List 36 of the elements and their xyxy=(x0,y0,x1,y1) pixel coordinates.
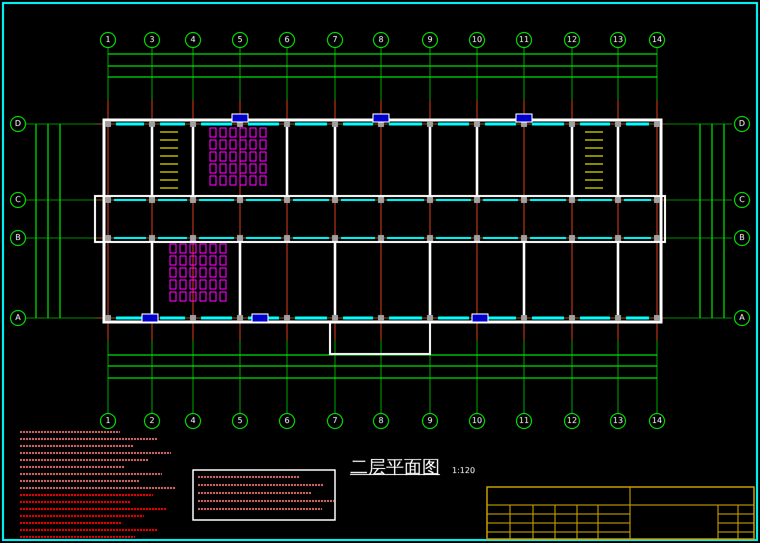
axis-bubble: 5 xyxy=(232,413,248,429)
axis-bubble: 12 xyxy=(564,32,580,48)
axis-bubble: 8 xyxy=(373,32,389,48)
axis-bubble: 12 xyxy=(564,413,580,429)
axis-bubble: 4 xyxy=(185,413,201,429)
axis-bubble: D xyxy=(10,116,26,132)
axis-bubble: B xyxy=(734,230,750,246)
axis-bubble: 6 xyxy=(279,32,295,48)
scale-label: 1:120 xyxy=(452,466,476,475)
axis-bubble: 3 xyxy=(144,32,160,48)
axis-bubble: C xyxy=(10,192,26,208)
axis-bubble: 13 xyxy=(610,32,626,48)
axis-bubble: 9 xyxy=(422,32,438,48)
drawing-title: 二层平面图 xyxy=(350,456,440,479)
axis-bubble: A xyxy=(10,310,26,326)
axis-bubble: 10 xyxy=(469,413,485,429)
axis-bubble: 11 xyxy=(516,413,532,429)
axis-bubble: 1 xyxy=(100,32,116,48)
axis-bubble: 6 xyxy=(279,413,295,429)
axis-bubble: 13 xyxy=(610,413,626,429)
axis-bubble: 2 xyxy=(144,413,160,429)
axis-bubble: D xyxy=(734,116,750,132)
axis-bubble: 5 xyxy=(232,32,248,48)
axis-bubble: 8 xyxy=(373,413,389,429)
axis-bubble: 1 xyxy=(100,413,116,429)
axis-bubble: 14 xyxy=(649,413,665,429)
axis-bubble: 14 xyxy=(649,32,665,48)
axis-bubble: B xyxy=(10,230,26,246)
axis-bubble: 11 xyxy=(516,32,532,48)
axis-bubble: 9 xyxy=(422,413,438,429)
axis-bubble: 4 xyxy=(185,32,201,48)
axis-bubble: 7 xyxy=(327,32,343,48)
axis-bubble: 10 xyxy=(469,32,485,48)
axis-bubble: 7 xyxy=(327,413,343,429)
axis-bubble: C xyxy=(734,192,750,208)
axis-bubble: A xyxy=(734,310,750,326)
